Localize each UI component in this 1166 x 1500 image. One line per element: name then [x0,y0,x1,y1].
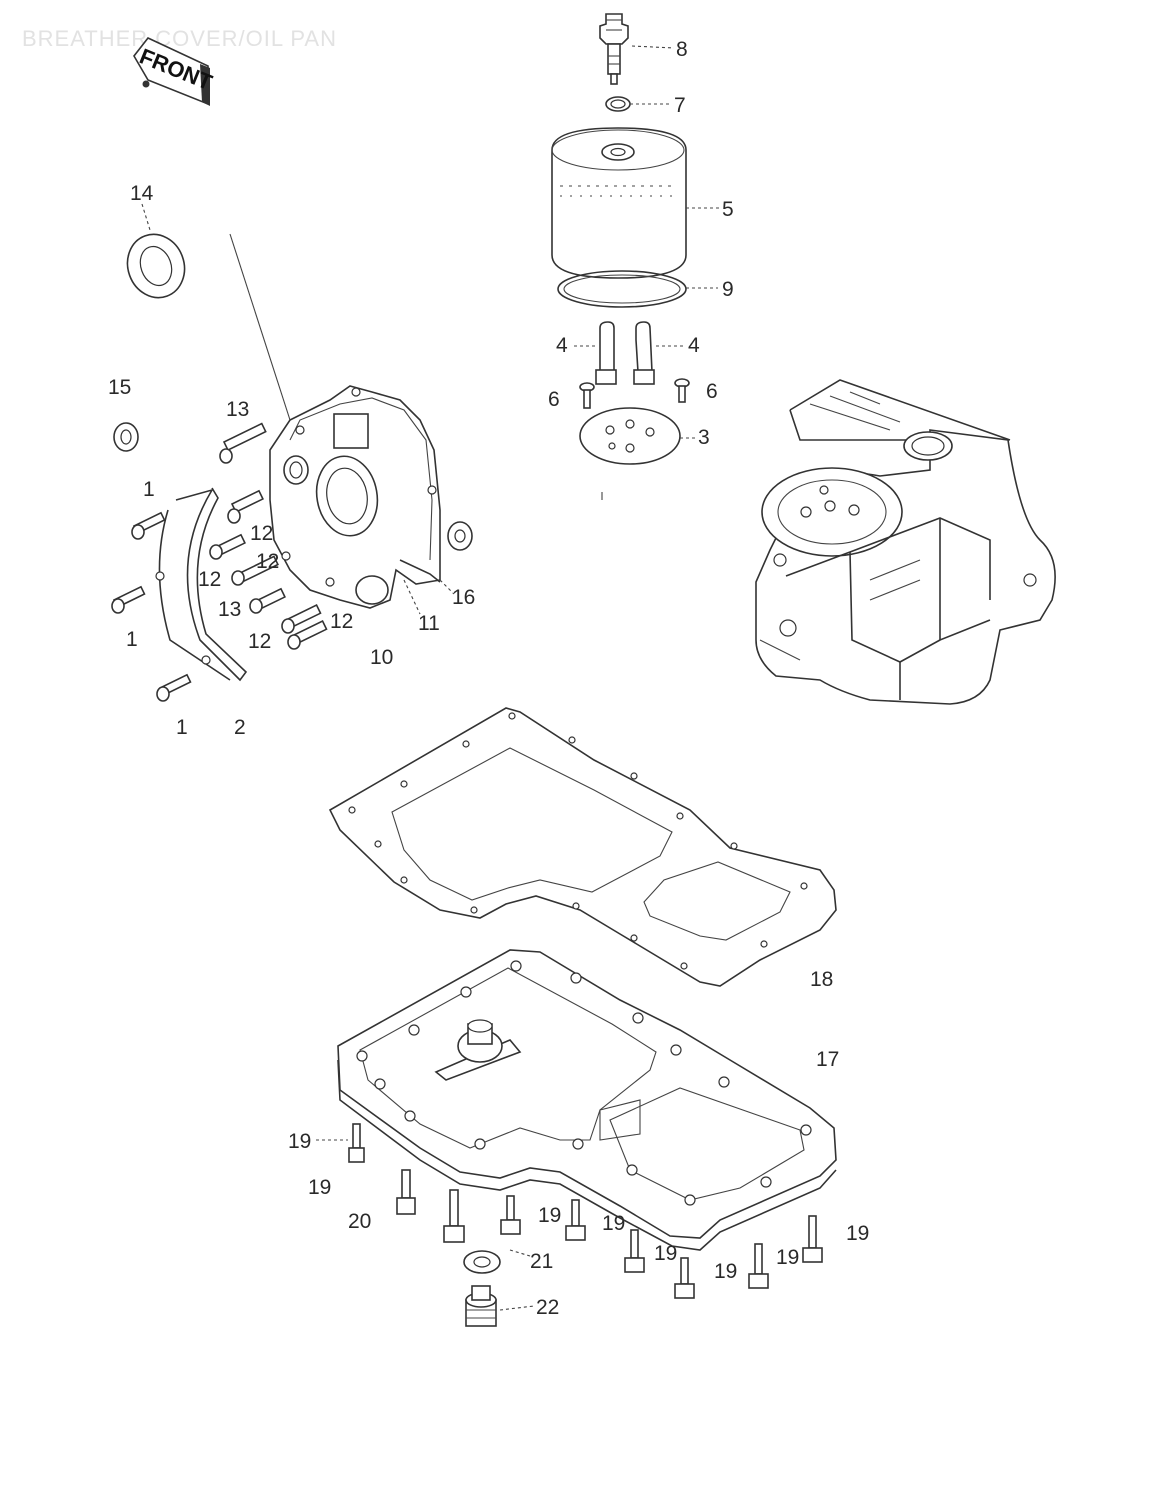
callout-19: 19 [538,1204,561,1227]
drain-plug-gasket [463,1250,501,1274]
diagram-title: BREATHER COVER/OIL PAN [22,26,337,51]
drain-plug [465,1285,497,1327]
leader-lines [141,45,720,1311]
cover-gasket [155,487,248,682]
callout-4: 4 [556,334,568,357]
callout-2: 2 [234,716,246,739]
grommet [447,521,473,551]
oil-pan-gasket [328,707,837,987]
callout-22: 22 [536,1296,559,1319]
oil-seal [126,233,186,299]
callout-18: 18 [810,968,833,991]
callout-12: 12 [330,610,353,633]
callout-1: 1 [126,628,138,651]
callout-8: 8 [676,38,688,61]
callout-1: 1 [176,716,188,739]
callout-6: 6 [706,380,718,403]
callout-labels: 8 7 5 9 4 4 6 6 3 14 15 13 1 12 12 13 1 … [108,38,869,1319]
callout-4: 4 [688,334,700,357]
callout-12: 12 [256,550,279,573]
filter-mount-screws [579,378,690,409]
callout-19: 19 [846,1222,869,1245]
cover-bolts [111,422,328,702]
callout-10: 10 [370,646,393,669]
callout-14: 14 [130,182,154,205]
filter-mount-plate [579,407,681,465]
callout-19: 19 [602,1212,625,1235]
filter-bypass-pipes [595,321,655,385]
oil-filter-element [551,127,687,279]
engine-crankcase-illustration [755,379,1056,705]
callout-6: 6 [548,388,560,411]
callout-5: 5 [722,198,734,221]
callout-19: 19 [288,1130,311,1153]
callout-3: 3 [698,426,710,449]
oil-pan-bolts [348,1123,823,1299]
o-ring-small [605,96,631,112]
callout-12: 12 [250,522,273,545]
callout-19: 19 [776,1246,799,1269]
callout-13: 13 [218,598,241,621]
callout-21: 21 [530,1250,553,1273]
callout-1: 1 [143,478,155,501]
filter-o-ring-large [557,270,687,308]
callout-13: 13 [226,398,249,421]
callout-19: 19 [714,1260,737,1283]
callout-17: 17 [816,1048,839,1071]
oil-pan [337,949,837,1251]
callout-7: 7 [674,94,686,117]
callout-19: 19 [308,1176,331,1199]
breather-cover [269,385,441,609]
callout-15: 15 [108,376,131,399]
callout-9: 9 [722,278,734,301]
cap-nut [113,422,139,452]
callout-11: 11 [418,612,440,635]
callout-20: 20 [348,1210,371,1233]
callout-12: 12 [248,630,271,653]
callout-19: 19 [654,1242,677,1265]
callout-16: 16 [452,586,475,609]
callout-12: 12 [198,568,221,591]
oil-pressure-switch [599,13,629,85]
